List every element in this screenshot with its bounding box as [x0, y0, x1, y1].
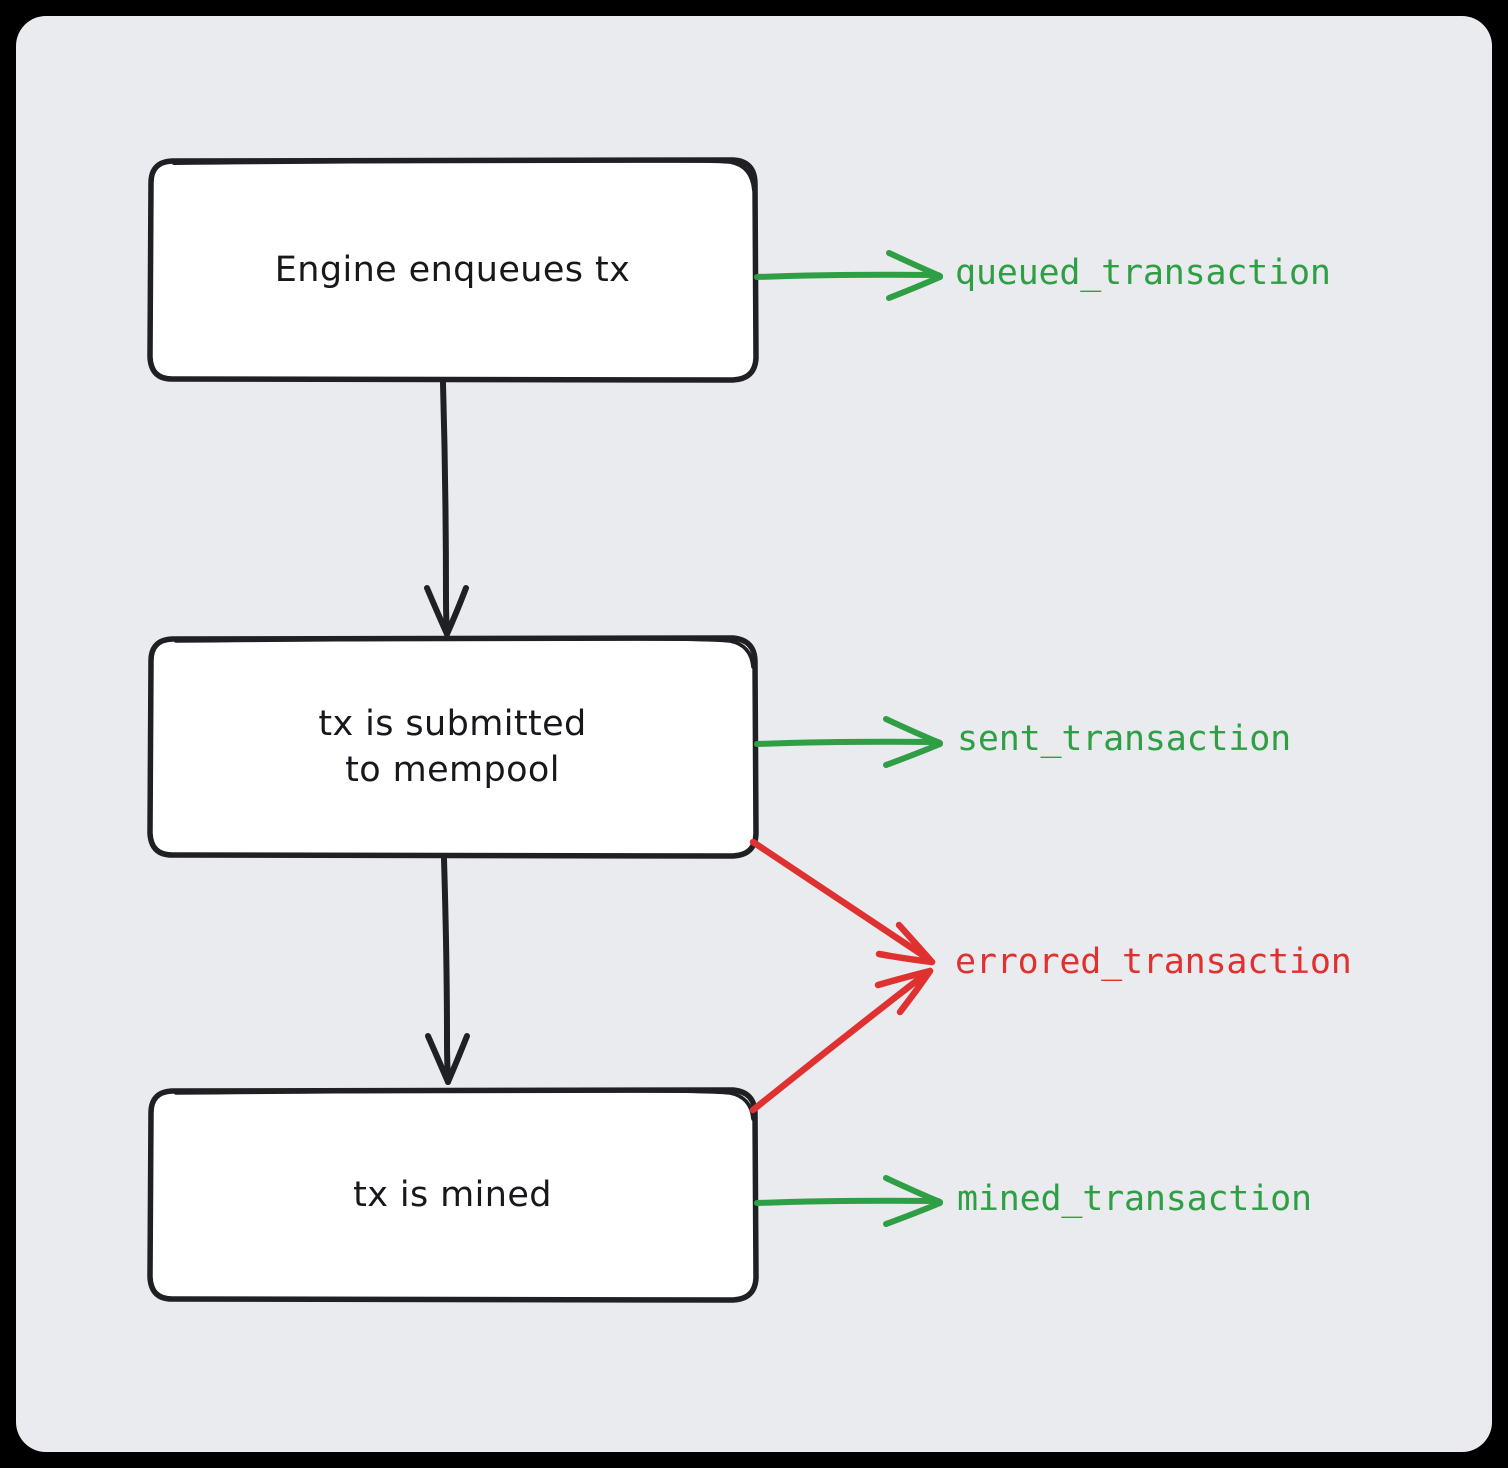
event-arrow-sent-transaction [754, 716, 943, 768]
node-box-submit[interactable] [147, 635, 759, 859]
flow-arrow-enqueue-to-submit [424, 380, 469, 637]
event-label-errored-transaction: errored_transaction [955, 942, 1352, 982]
node-box-mined[interactable] [147, 1087, 759, 1303]
event-label-sent-transaction: sent_transaction [957, 719, 1291, 759]
event-arrow-queued-transaction [754, 250, 943, 301]
node-box-enqueue[interactable] [147, 157, 759, 383]
event-label-queued-transaction: queued_transaction [955, 253, 1331, 293]
event-label-mined-transaction: mined_transaction [957, 1179, 1312, 1219]
event-arrow-errored-transaction-from-mined [749, 967, 934, 1114]
event-arrow-mined-transaction [754, 1175, 943, 1227]
event-arrow-errored-transaction-from-submit [749, 838, 936, 966]
flow-arrow-submit-to-mined [425, 856, 470, 1085]
